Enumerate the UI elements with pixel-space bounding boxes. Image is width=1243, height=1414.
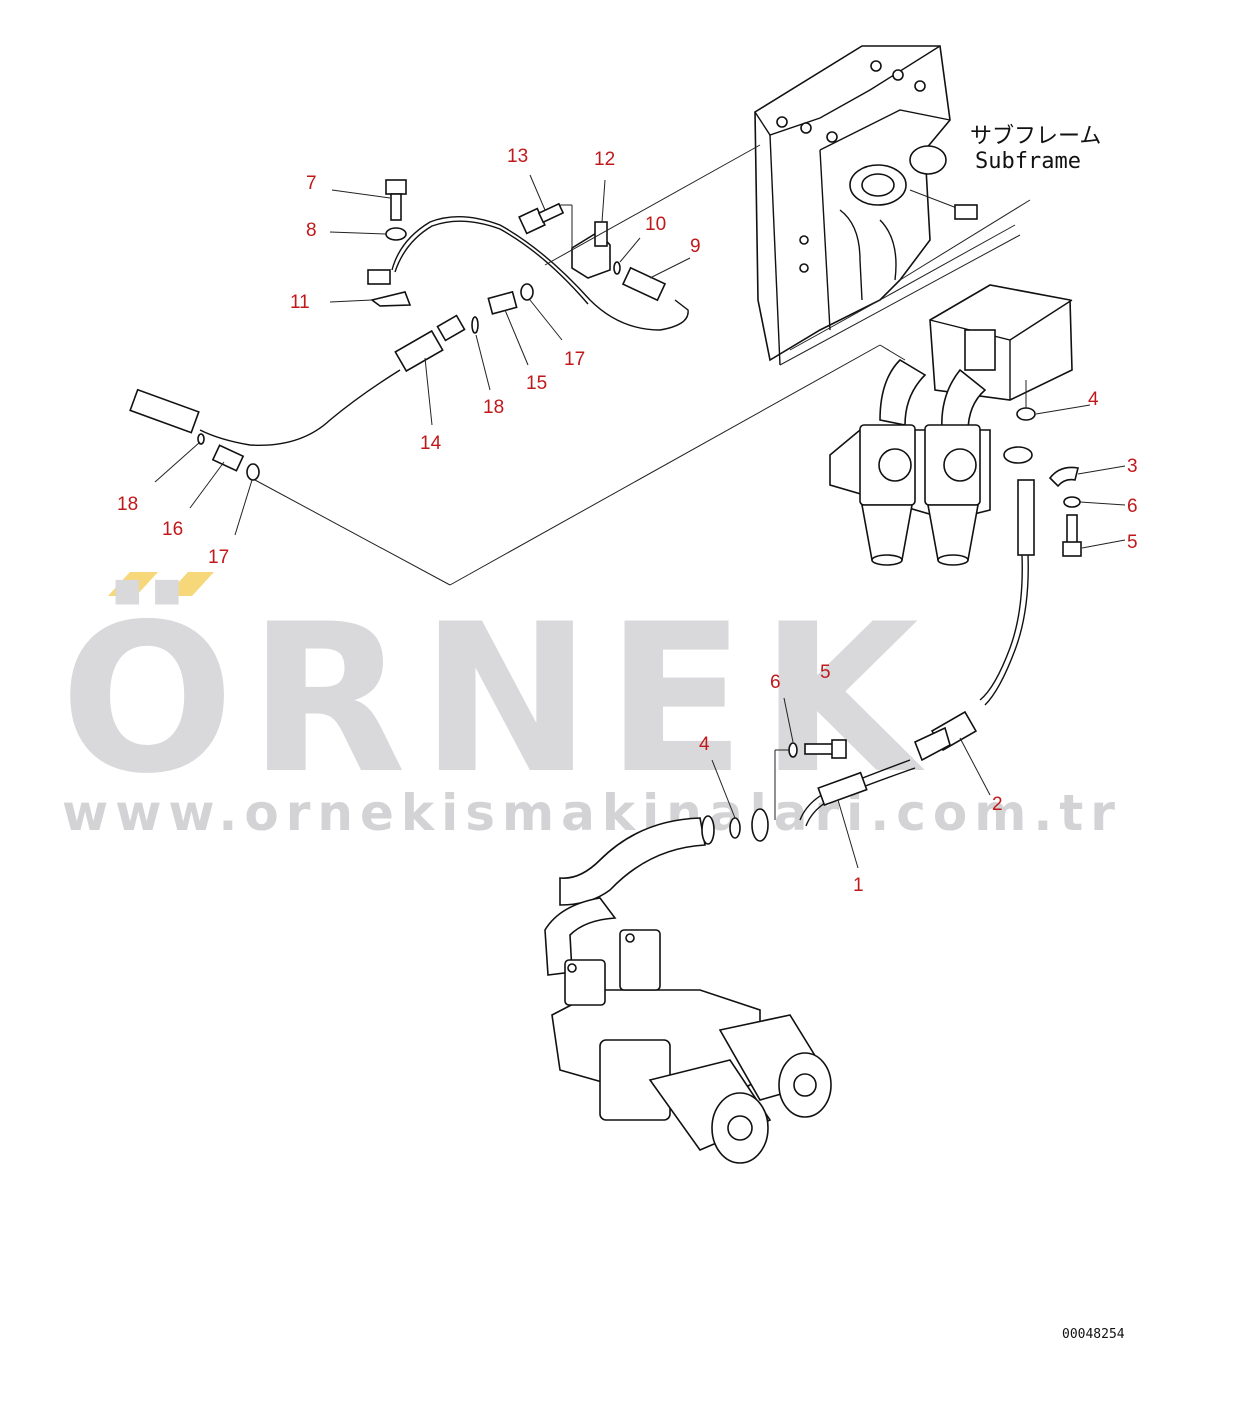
callout-4-upper: 4: [1088, 389, 1099, 410]
callout-5-upper: 5: [1127, 532, 1138, 553]
callout-6-upper: 6: [1127, 496, 1138, 517]
lower-pump-assembly: [544, 817, 832, 1164]
callout-11: 11: [290, 292, 310, 313]
upper-pump-assembly: [829, 284, 1073, 566]
callout-17-lower: 17: [208, 547, 229, 568]
callout-numbers: 1 2 3 4 4 5 5 6 6 7 8 9 10 11 12 13 14 1…: [117, 146, 1138, 896]
callout-18-lower: 18: [117, 494, 138, 515]
watermark-accent-right: [166, 572, 214, 596]
callout-9: 9: [690, 236, 701, 257]
callout-15: 15: [526, 373, 547, 394]
subframe-label-japanese: サブフレーム: [970, 124, 1101, 149]
callout-2: 2: [992, 794, 1003, 815]
watermark-accent-left: [108, 572, 158, 596]
callout-5-lower: 5: [820, 662, 831, 683]
callout-1: 1: [853, 875, 864, 896]
callout-8: 8: [306, 220, 317, 241]
hoses-and-cables: [129, 215, 1035, 845]
callout-18-upper: 18: [483, 397, 504, 418]
callout-4-lower: 4: [699, 734, 710, 755]
callout-16: 16: [162, 519, 183, 540]
drawing-number: 00048254: [1062, 1327, 1125, 1342]
callout-13: 13: [507, 146, 528, 167]
watermark: ÖRNEK www.ornekismakinalari.com.tr: [60, 572, 1122, 842]
subframe-drawing: [754, 45, 1031, 366]
callout-12: 12: [594, 149, 615, 170]
callout-17-upper: 17: [564, 349, 585, 370]
callout-7: 7: [306, 173, 317, 194]
leader-lines: [154, 144, 1126, 869]
callout-3: 3: [1127, 456, 1138, 477]
small-parts: [197, 179, 1082, 759]
watermark-url: www.ornekismakinalari.com.tr: [62, 784, 1122, 842]
callout-10: 10: [645, 214, 666, 235]
subframe-label-english: Subframe: [975, 149, 1081, 174]
callout-6-lower: 6: [770, 672, 781, 693]
callout-14: 14: [420, 433, 442, 454]
